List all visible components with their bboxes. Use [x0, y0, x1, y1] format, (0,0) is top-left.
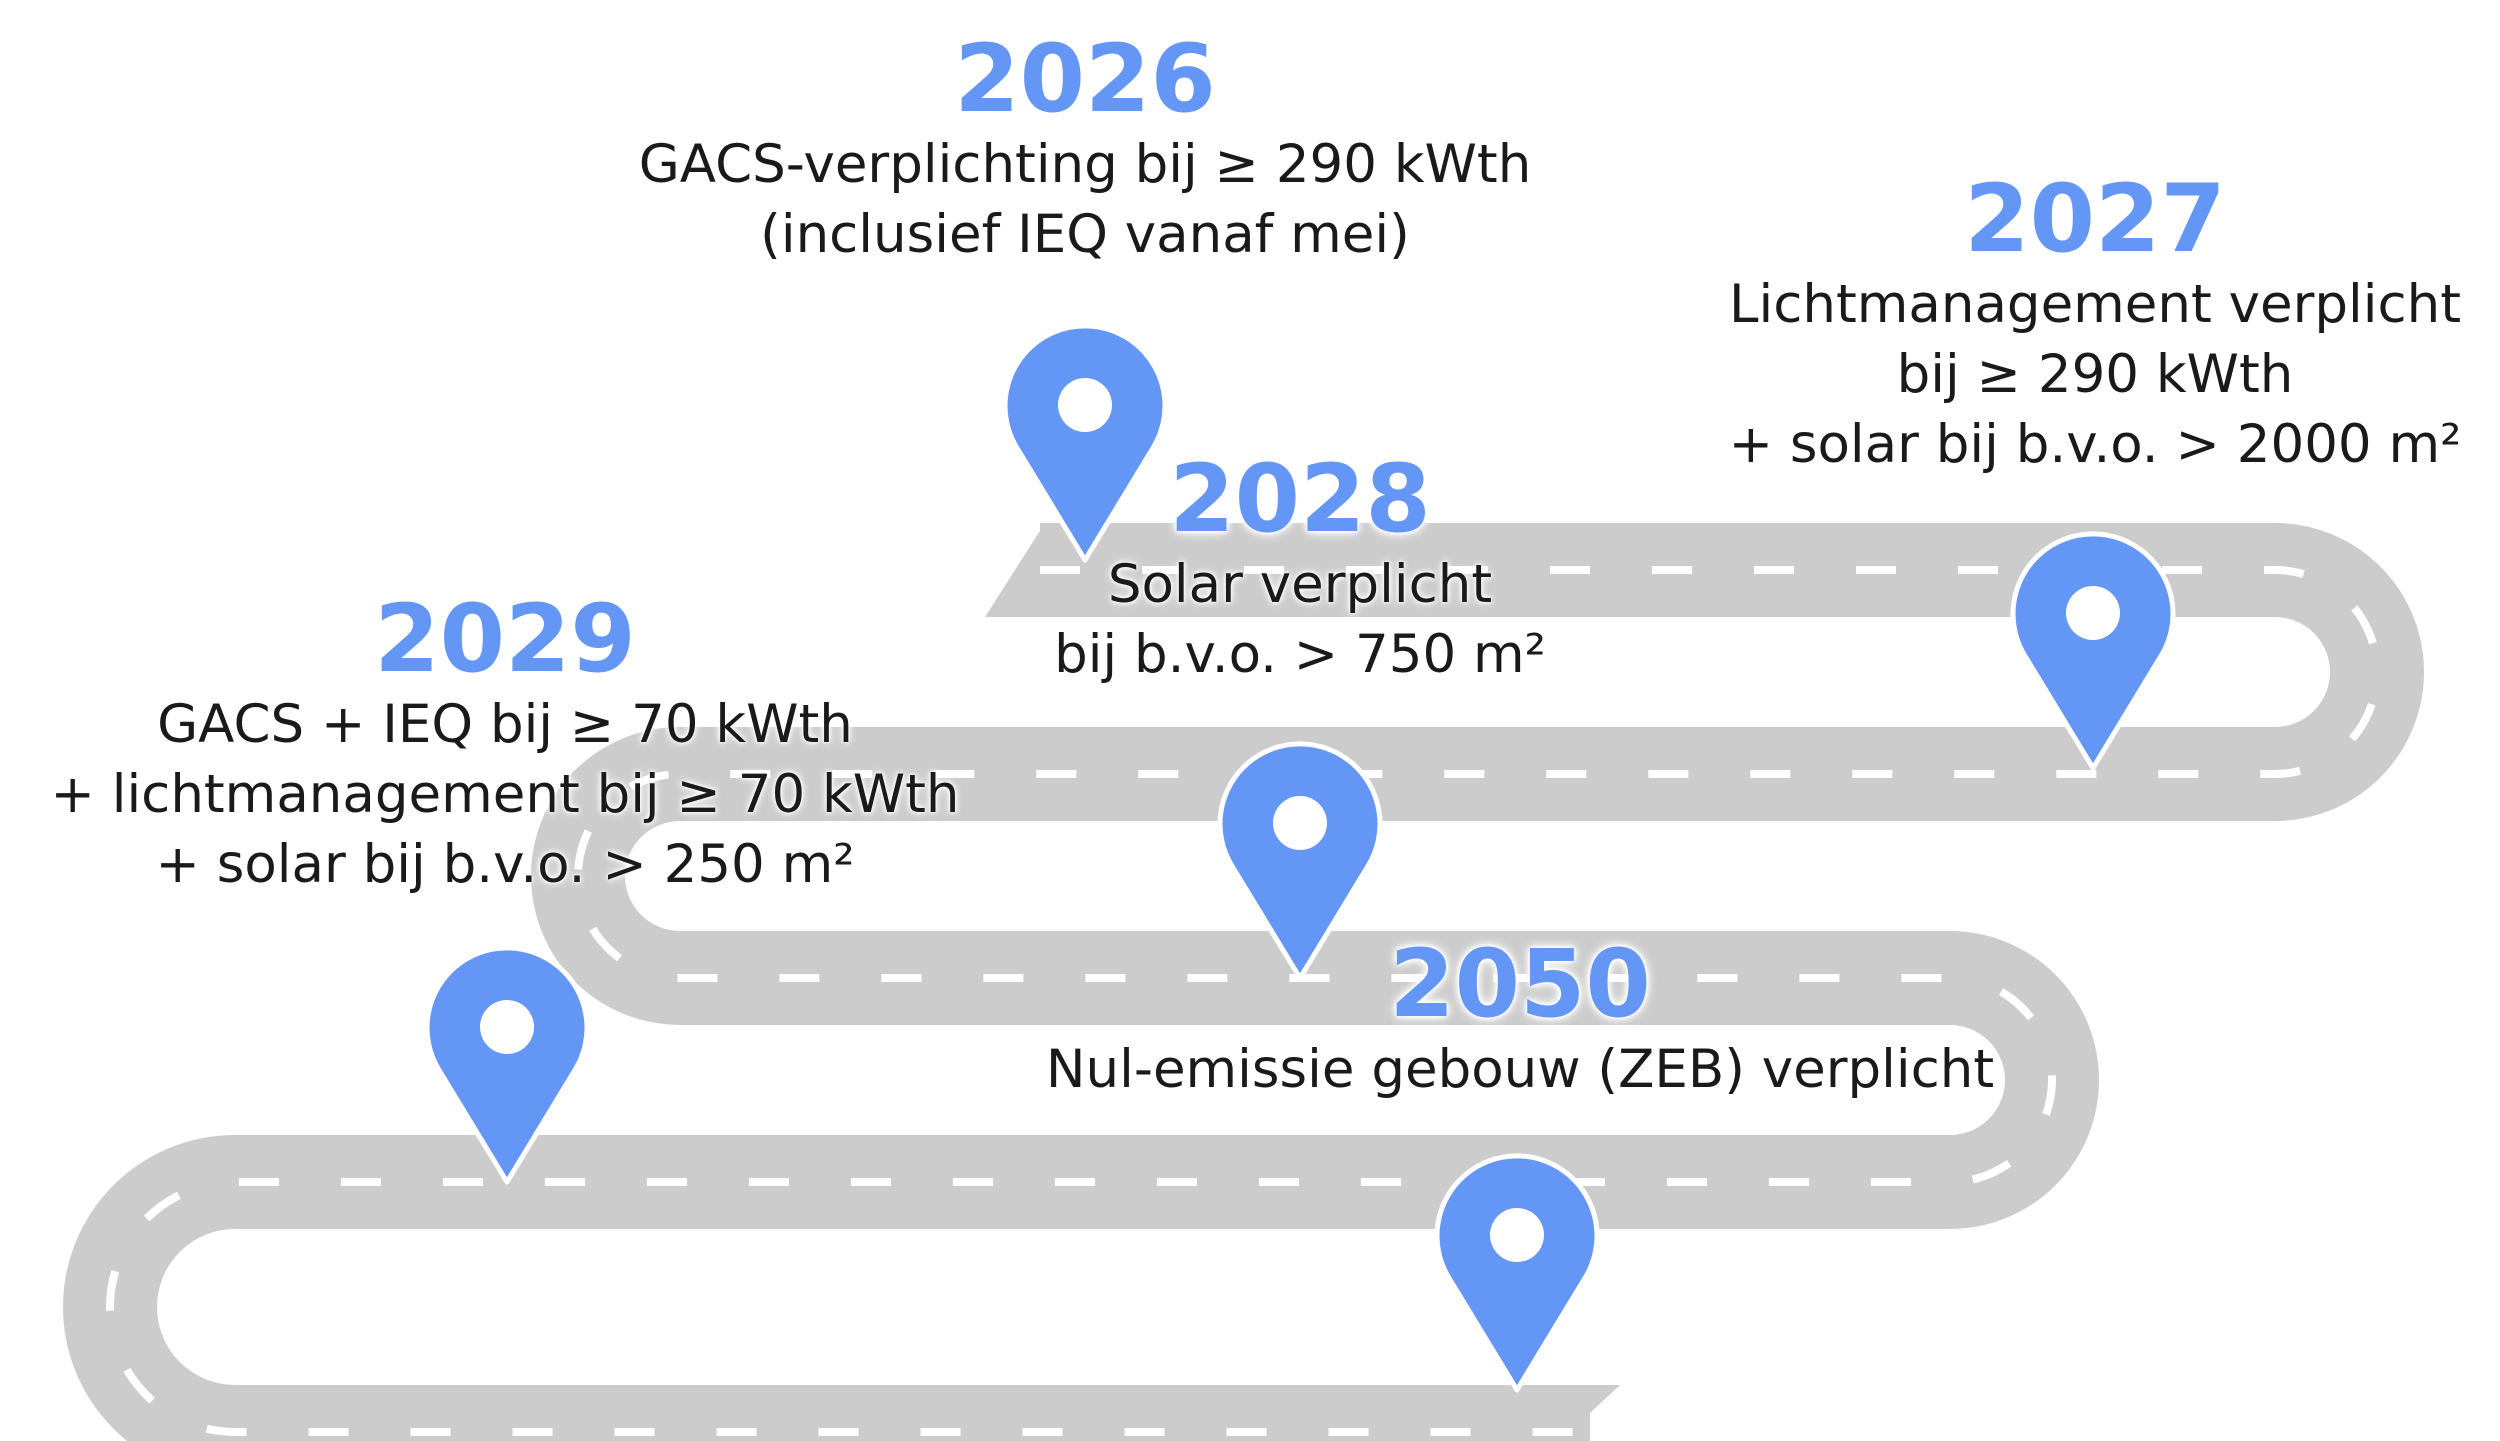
milestone-description: GACS + IEQ bij ≥ 70 kWth + lichtmanageme… [40, 690, 970, 900]
description-line: bij b.v.o. > 750 m² [1000, 620, 1600, 690]
milestone-year: 2029 [40, 590, 970, 690]
milestone-2029: 2029 GACS + IEQ bij ≥ 70 kWth + lichtman… [40, 590, 970, 900]
map-pin-icon-2050 [1437, 1156, 1597, 1390]
milestone-description: Solar verplicht bij b.v.o. > 750 m² [1000, 550, 1600, 690]
milestone-description: Nul-emissie gebouw (ZEB) verplicht [1020, 1035, 2020, 1105]
milestone-2026: 2026 GACS-verplichting bij ≥ 290 kWth (i… [585, 30, 1585, 270]
milestone-2050: 2050 Nul-emissie gebouw (ZEB) verplicht [1020, 935, 2020, 1105]
description-line: Lichtmanagement verplicht [1700, 270, 2490, 340]
description-line: + lichtmanagement bij ≥ 70 kWth [40, 760, 970, 830]
milestone-year: 2026 [585, 30, 1585, 130]
description-line: Nul-emissie gebouw (ZEB) verplicht [1020, 1035, 2020, 1105]
milestone-year: 2028 [1000, 450, 1600, 550]
description-line: GACS-verplichting bij ≥ 290 kWth [585, 130, 1585, 200]
milestone-2027: 2027 Lichtmanagement verplicht bij ≥ 290… [1700, 170, 2490, 480]
description-line: + solar bij b.v.o. > 2000 m² [1700, 410, 2490, 480]
description-line: (inclusief IEQ vanaf mei) [585, 200, 1585, 270]
milestone-description: GACS-verplichting bij ≥ 290 kWth (inclus… [585, 130, 1585, 270]
description-line: GACS + IEQ bij ≥ 70 kWth [40, 690, 970, 760]
milestone-year: 2050 [1020, 935, 2020, 1035]
description-line: bij ≥ 290 kWth [1700, 340, 2490, 410]
description-line: Solar verplicht [1000, 550, 1600, 620]
milestone-description: Lichtmanagement verplicht bij ≥ 290 kWth… [1700, 270, 2490, 480]
milestone-year: 2027 [1700, 170, 2490, 270]
description-line: + solar bij b.v.o. > 250 m² [40, 830, 970, 900]
milestone-2028: 2028 Solar verplicht bij b.v.o. > 750 m² [1000, 450, 1600, 690]
